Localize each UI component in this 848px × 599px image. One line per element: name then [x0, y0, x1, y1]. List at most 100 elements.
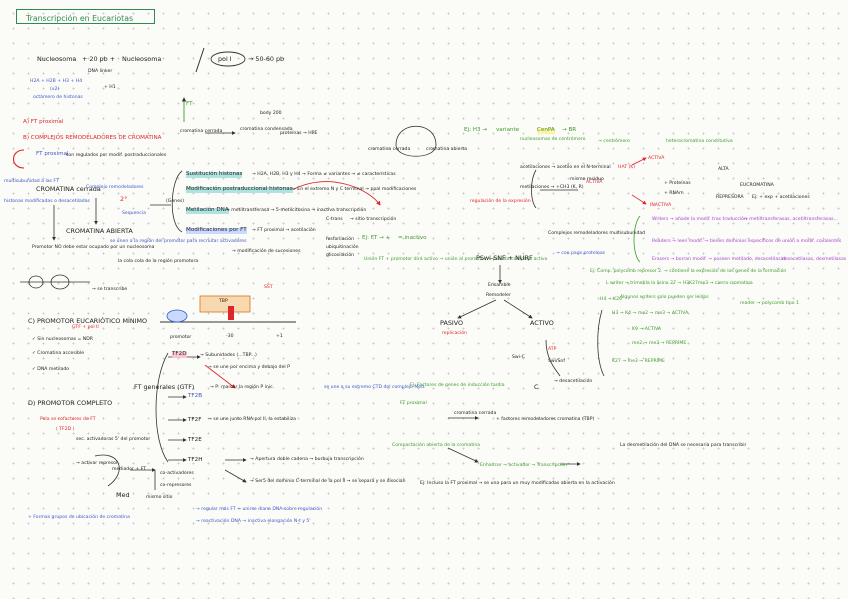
writers-label: Writers → añade la modif. tras traducció…	[652, 217, 747, 222]
h3-item-0: H3 → K4 → me2 → me3 → ACTIVA	[612, 311, 689, 316]
mod-dna: Metilación DNA	[186, 207, 229, 214]
rb-comp: Compactación abierta de la cromatina	[392, 443, 481, 448]
complete-red-note: Pola se cofactores de FT	[40, 417, 96, 422]
ej-h3-mid: variante	[496, 127, 520, 133]
writers-res: → metiltransferasas, acetiltransferasas.…	[744, 217, 838, 222]
rna-label: + RNAm	[664, 191, 684, 196]
page-title: Transcripción en Eucariotas	[26, 14, 134, 23]
complete-lbl5: co-represores	[160, 483, 192, 488]
bottom-note-2: → regular más FT → unirse diana DNA sobr…	[196, 507, 323, 512]
heterochromatin: heterocromatina constitutiva	[666, 139, 733, 144]
lys-label: + Proteínas	[664, 181, 691, 186]
complex-sub: → con pags proteínas	[556, 251, 606, 256]
tf2f-res: → se une junto RNA pol II, la estabiliza	[208, 417, 296, 422]
tf2h-label: TF2H	[188, 457, 203, 463]
acetyl-line1: acetilaciones → acetilo en el N-terminal	[520, 165, 611, 170]
bottom-note-3: → reactivación DNA → inactiva elongación…	[196, 519, 311, 524]
rb-cerrada: cromatina cerrada	[454, 411, 497, 416]
section-d: D) PROMOTOR COMPLETO	[28, 399, 113, 407]
proteins-label: proteínas → HPE	[280, 131, 318, 136]
gtf-label: FT generales (GTF)	[134, 383, 195, 391]
section-c-sub: GTF + pol II	[72, 325, 99, 330]
mod-ubiq: ubiquitinación	[326, 245, 359, 250]
bottom-note-1: + Formas grupos de ubicación de cromatin…	[28, 515, 130, 520]
rb-remodeling: + factores remodeladores cromatina (TBP)	[496, 417, 595, 422]
tf2b-label: TF2B	[188, 393, 203, 399]
complex-label: Complejos remodeladores multisubunidad	[548, 231, 646, 236]
multisubunit: multisubunidad a las FT	[4, 179, 59, 184]
ej1c: Algunos writers solo pueden ser leídos	[620, 295, 709, 300]
c-box: C	[534, 383, 539, 391]
section-c: C) PROMOTOR EUCARIÓTICO MÍNIMO	[28, 317, 148, 325]
h2a-line3: octámero de histonas	[33, 95, 83, 100]
red-note: regulación de la expresión	[470, 199, 531, 204]
mod-post-res: → En el extremo N y C terminal → ppal mo…	[292, 187, 417, 192]
complete-red-sub: ( TF2D )	[56, 427, 75, 432]
eucromatina-label: EUCROMATINA	[740, 183, 774, 188]
mod-ft: Modificaciones por FT	[186, 227, 247, 234]
loop-closed: cromatina cerrada	[368, 147, 411, 152]
sequence-label: Sequencia	[122, 211, 146, 216]
ft-proximal-left: FT proximal	[36, 151, 69, 157]
minimal-item-1: ✓ Sin nucleosomas = NDR	[32, 337, 93, 342]
swi-c-label: Swi-C	[512, 355, 525, 360]
activo-label: ACTIVO	[530, 319, 554, 327]
h1-label: + H1	[104, 85, 116, 90]
h3-item-1: K9 → ACTIVA	[632, 327, 662, 332]
ft-note: son regulados por modif. postraduccional…	[66, 153, 167, 158]
tf2h-res2: → Ser5 del dominio C-terminal de la pol …	[250, 479, 406, 484]
activa2-label: ACTIVA	[586, 180, 603, 185]
ej1b: L writer → trimetila la lisina 27 → H3K2…	[606, 281, 753, 286]
mod-note: → modificación de sucesiones	[232, 249, 301, 254]
rb-enhancer: Enhancer → activador → Transcripción	[480, 463, 568, 468]
second-label: 2°	[120, 195, 128, 203]
chromatin-closed: cromatina cerrada	[180, 129, 223, 134]
cis-mod: C-trans	[326, 217, 343, 222]
atp-label: ATP	[548, 347, 557, 352]
tf2b-res: → P: marcar la región P inic.	[210, 385, 275, 390]
inactiva-label: INACTIVA	[650, 203, 672, 208]
ej-list: Ej: + exp + acetilaciones	[752, 195, 810, 200]
complete-lbl6: mismo sitio	[146, 495, 173, 500]
eq-pol: pol I	[218, 55, 232, 63]
tf2e-label: TF2E	[188, 437, 202, 443]
complete-med: Med	[116, 491, 130, 499]
mod-phos: fosforilación	[326, 237, 355, 242]
mod-glyc: glicosilación	[326, 253, 355, 258]
ej-h3-end: → BR	[562, 127, 577, 133]
tf2f-label: TF2F	[188, 417, 202, 423]
nucleosome-variants: nucleosomas de centrómero	[520, 137, 586, 142]
tf2d-res: → se une por encima y debajo del P	[208, 365, 290, 370]
tf2h-res: → Apertura doble cadena → burbuja transc…	[250, 457, 364, 462]
p-swisnf: PSwi-SNF + NURF	[476, 254, 533, 262]
generic-label: (Genes)	[166, 199, 185, 204]
tf2d-sub: → Subunidades (...TBP...)	[200, 353, 257, 358]
ej1: Ej: Comp. polycomb represor 2. → contien…	[590, 269, 787, 274]
promoter-note: Promotor NO debe estar ocupado por un nu…	[32, 245, 155, 250]
ft-label: FT	[186, 101, 193, 107]
transcribe: → se transcribe	[92, 287, 128, 292]
green-note: Unión FT + promotor dirá activo → unión …	[364, 257, 548, 262]
activa-label: ACTIVA	[648, 156, 665, 161]
complete-lbl1: sec. activadoras 5' del promotor	[76, 437, 151, 442]
strong-note: histonas modificadas o desacetiladas	[4, 199, 90, 204]
ej-ft: Ej: FT → +	[362, 235, 391, 241]
mod-subst-res: → H2A, H2B, H3 y H4 → Forma ≠ variantes …	[252, 172, 396, 177]
pasivo-label: PASIVO	[440, 319, 464, 327]
complete-lbl2: → activar represor	[76, 461, 118, 466]
complete-lbl3: mediador + FT	[112, 467, 147, 472]
h2a-line1: H2A + H2B + H3 + H4	[30, 79, 83, 84]
mod-ft-res: → FT proximal → acetilación	[252, 228, 316, 233]
h3-item-2: me2 → me3 → REPRIME	[632, 341, 687, 346]
ej-ft2: = inactivo	[398, 235, 427, 241]
eq-plus: + 20 pb +	[82, 55, 116, 63]
h4-label: H4 → K20	[600, 297, 623, 302]
rb-note: La desmetilación del DNA se necesaria pa…	[620, 443, 747, 448]
chrom-closed: CROMATINA cerrada	[36, 185, 101, 193]
minimal-item-2: ✓ Cromatina accesible	[32, 351, 85, 356]
body-label: body 200	[260, 111, 282, 116]
ej-factors: Ej: Factores de genes de inducción tardí…	[410, 383, 505, 388]
title-box: Transcripción en Eucariotas	[16, 9, 155, 24]
sin-cola: la cola cola de la región promotora	[118, 259, 199, 264]
tataa-label: -30	[226, 334, 234, 339]
